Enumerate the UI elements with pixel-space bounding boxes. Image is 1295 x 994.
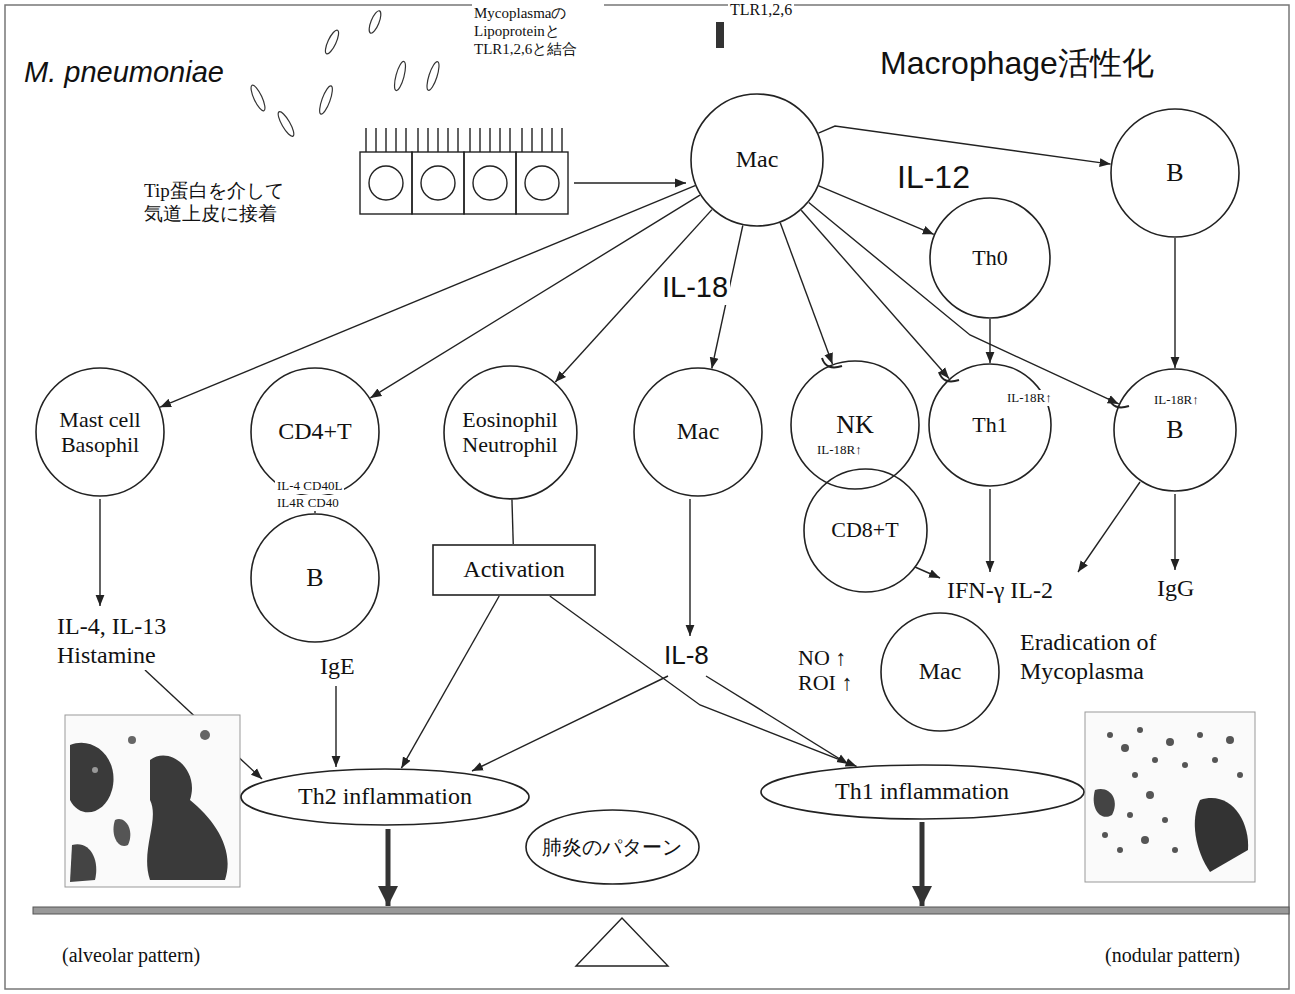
macrophage-cell: Mac <box>690 93 824 227</box>
node-text-group: Mac <box>677 418 720 446</box>
node-text-group: Th2 inflammation <box>298 783 472 811</box>
organism-name: M. pneumoniae <box>22 55 226 90</box>
pattern-label: (nodular pattern) <box>1103 943 1242 967</box>
node-text: Mac <box>736 146 779 174</box>
cytokine-label: IL-18 <box>660 270 730 305</box>
b-cell: B <box>250 513 380 643</box>
node-text: Mac <box>919 658 962 686</box>
molecule-label: IL-4 CD40L <box>275 478 344 494</box>
inflammation-ellipse: Th2 inflammation <box>240 768 530 826</box>
mediator-label: ROI ↑ <box>796 670 854 696</box>
node-text: Th1 inflammation <box>835 778 1009 806</box>
node-text: CD4+T <box>278 418 352 446</box>
macrophage-cell: Mac <box>633 367 763 497</box>
node-text-group: B <box>1166 158 1183 188</box>
mediator-label: NO ↑ <box>796 645 848 671</box>
node-text: B <box>1166 158 1183 188</box>
mast-cell: Mast cell Basophil <box>35 367 165 497</box>
th0-cell: Th0 <box>929 197 1051 319</box>
node-text: Mast cell Basophil <box>50 407 150 458</box>
pattern-label: (alveolar pattern) <box>60 943 202 967</box>
annotation-note: Mycoplasmaの Lipoproteinと TLR1,2,6と結合 <box>472 4 604 58</box>
node-text: Th2 inflammation <box>298 783 472 811</box>
connector-arrow <box>801 210 949 378</box>
node-text-group: 肺炎のパターン <box>542 836 682 859</box>
granulocyte-cell: Eosinophil Neutrophil <box>443 365 578 500</box>
nk-cell: NK <box>790 360 920 490</box>
node-text: Mac <box>677 418 720 446</box>
diagram-title: Macrophage活性化 <box>878 44 1156 82</box>
connector-arrow <box>370 195 700 398</box>
ct-image-nodular <box>1085 712 1255 882</box>
receptor-label: IL-18R↑ <box>1005 390 1054 406</box>
balance-arrows <box>388 822 922 906</box>
leader-arrows <box>100 183 1175 779</box>
node-text-group: Mast cell Basophil <box>50 407 150 458</box>
node-text-group: Mac <box>736 146 779 174</box>
inflammation-ellipse: Th1 inflammation <box>760 764 1085 820</box>
node-text-group: CD8+T <box>831 517 898 542</box>
frame <box>5 5 1289 989</box>
receptor-name: TLR1,2,6 <box>728 0 794 19</box>
connector-arrow <box>512 499 513 544</box>
node-text-group: Th0 <box>972 245 1007 270</box>
ct-image-alveolar <box>65 715 240 887</box>
macrophage-cell: Mac <box>880 612 1000 732</box>
th1-cell: Th1 <box>928 363 1052 487</box>
connector-arrow <box>809 203 1119 404</box>
process-box: Activation <box>432 544 596 596</box>
node-text-group: Mac <box>919 658 962 686</box>
node-text: NK <box>836 410 874 440</box>
pattern-ellipse: 肺炎のパターン <box>525 809 700 885</box>
cytokine-label: IL-12 <box>895 158 972 196</box>
outcome-label: Eradication of Mycoplasma <box>1018 628 1212 686</box>
annotation-note: Tip蛋白を介して 気道上皮に接着 <box>142 180 316 226</box>
node-text-group: B <box>306 563 323 593</box>
cd8-t-cell: CD8+T <box>803 468 928 593</box>
balance-fulcrum <box>576 918 668 966</box>
b-cell: B <box>1110 108 1240 238</box>
node-text: CD8+T <box>831 517 898 542</box>
cytokine-label: IFN-γ IL-2 <box>945 576 1055 605</box>
cytokine-label: IL-8 <box>662 640 711 671</box>
connector-arrow <box>989 319 990 363</box>
node-text-group: Th1 inflammation <box>835 778 1009 806</box>
node-text: Th1 <box>972 412 1007 437</box>
connector-arrow <box>550 596 857 766</box>
connector-arrow <box>780 223 832 364</box>
connector-arrow <box>401 596 499 768</box>
node-text: Th0 <box>972 245 1007 270</box>
balance-beam <box>33 907 1289 914</box>
node-text: Activation <box>463 556 564 584</box>
airway-epithelium <box>360 128 568 214</box>
node-text-group: B <box>1166 415 1183 445</box>
node-text: B <box>1166 415 1183 445</box>
mediator-label: IL-4, IL-13 Histamine <box>55 612 199 670</box>
node-text: B <box>306 563 323 593</box>
b-cell: B <box>1113 368 1237 492</box>
node-text-group: Eosinophil Neutrophil <box>454 407 566 458</box>
node-text-group: Activation <box>463 556 564 584</box>
node-text-group: Th1 <box>972 412 1007 437</box>
mycoplasma-organisms <box>248 9 441 138</box>
connector-arrow <box>1174 238 1175 368</box>
node-text-group: NK <box>836 410 874 440</box>
node-text-group: CD4+T <box>278 418 352 446</box>
receptor-label: IL-18R↑ <box>815 442 864 458</box>
node-text: 肺炎のパターン <box>542 836 682 859</box>
tlr-receptor <box>716 22 724 48</box>
molecule-label: IL4R CD40 <box>275 495 341 511</box>
antibody-label: IgG <box>1155 574 1196 603</box>
receptor-label: IL-18R↑ <box>1152 392 1201 408</box>
node-text: Eosinophil Neutrophil <box>454 407 566 458</box>
antibody-label: IgE <box>318 652 357 681</box>
